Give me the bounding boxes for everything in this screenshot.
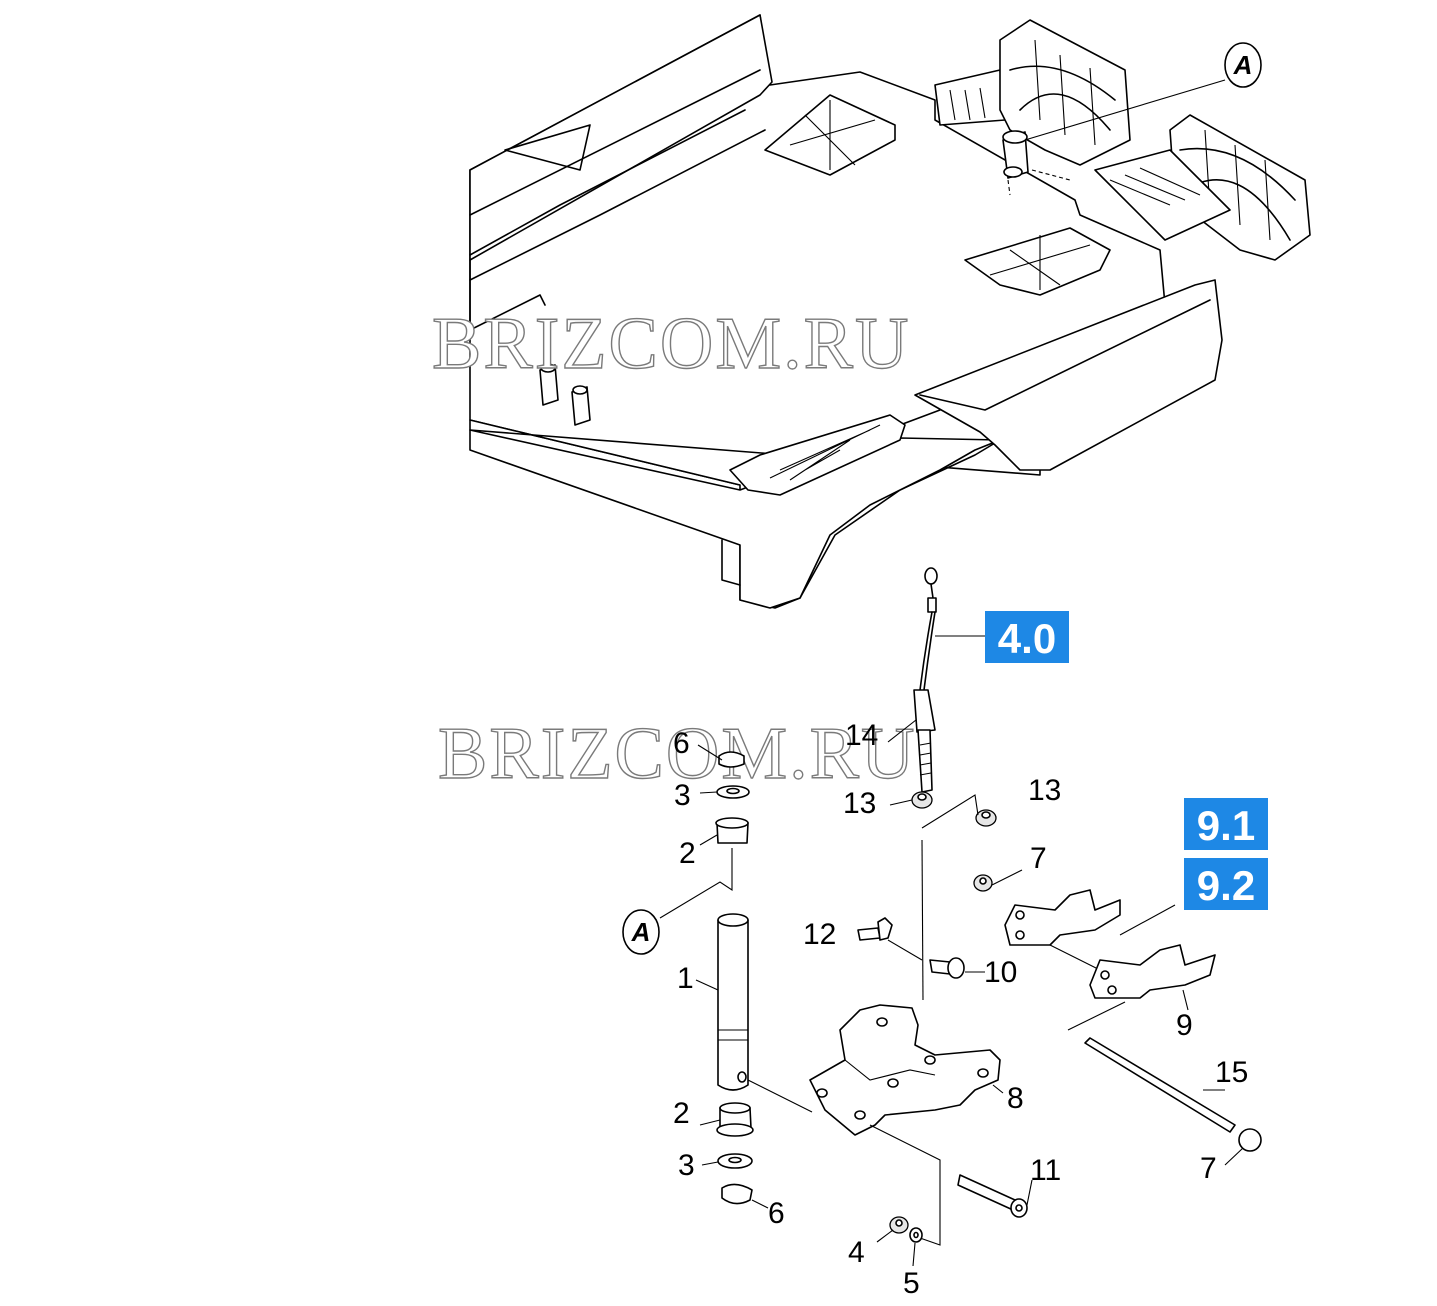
watermark-text: BRIZCOM.RU <box>432 303 910 385</box>
callout-7-top: 7 <box>1030 842 1047 875</box>
leader-line-6-bottom <box>751 1199 769 1209</box>
callout-12: 12 <box>803 918 836 951</box>
reference-box-4-0[interactable]: 4.0 <box>985 611 1069 663</box>
leader-line-1 <box>695 979 719 991</box>
callout-7-bottom: 7 <box>1200 1152 1217 1185</box>
washer-3-bottom <box>717 1153 753 1169</box>
cable-axis-line <box>921 839 924 1001</box>
callout-4: 4 <box>848 1236 865 1269</box>
detail-marker-a-top: A <box>1224 42 1262 88</box>
leader-line-5 <box>912 1242 916 1267</box>
callout-1: 1 <box>677 962 694 995</box>
chassis-frame <box>469 14 1311 609</box>
leader-line-13 <box>921 794 979 829</box>
svg-text:9.1: 9.1 <box>1197 802 1255 849</box>
bushing-2-bottom <box>716 1102 754 1137</box>
callout-13-left: 13 <box>843 787 876 820</box>
callout-14: 14 <box>845 719 878 752</box>
leader-line-2-bottom <box>699 1119 721 1126</box>
leader-line-2-top <box>699 834 718 846</box>
leader-line-13-left <box>889 799 913 806</box>
nut-13-left <box>911 791 933 809</box>
leader-line-15-top <box>1067 1001 1126 1031</box>
reference-box-9-1[interactable]: 9.1 <box>1184 798 1268 850</box>
callout-8: 8 <box>1007 1082 1024 1115</box>
callout-6-bottom: 6 <box>768 1197 785 1230</box>
callout-3-top: 3 <box>674 779 691 812</box>
callout-13-right: 13 <box>1028 774 1061 807</box>
callout-2-top: 2 <box>679 837 696 870</box>
callout-10: 10 <box>984 956 1017 989</box>
rod-15 <box>1084 1037 1262 1152</box>
leader-line-shaft <box>747 1079 813 1113</box>
washer-5 <box>909 1227 923 1243</box>
leader-line-8 <box>992 1084 1004 1094</box>
leader-line-9-ref <box>1119 904 1176 936</box>
nut-13-right <box>975 809 997 827</box>
svg-text:A: A <box>631 917 651 947</box>
leader-line-3-bottom <box>701 1161 719 1166</box>
bushing-2-top <box>715 817 749 844</box>
bolt-10 <box>929 957 965 979</box>
e-clip-6-top <box>718 751 745 768</box>
throttle-cable <box>913 567 938 793</box>
leader-line-7-bottom <box>1224 1147 1244 1166</box>
detail-marker-a-bottom: A <box>622 909 660 955</box>
mounting-bracket-8 <box>809 1004 1001 1136</box>
leader-line-6-top <box>697 744 723 761</box>
nut-4 <box>889 1216 909 1234</box>
leader-line-14 <box>887 719 917 743</box>
leader-line-a-top <box>1024 79 1226 141</box>
wing-bolt-12 <box>857 917 893 941</box>
watermark-text: BRIZCOM.RU <box>438 713 916 795</box>
washer-3-top <box>716 785 750 799</box>
leader-line-11 <box>869 1124 941 1246</box>
e-clip-6-bottom <box>721 1183 753 1205</box>
leader-line-12 <box>887 939 923 961</box>
callout-6-top: 6 <box>673 727 690 760</box>
nut-7-top <box>973 874 993 892</box>
svg-text:A: A <box>1233 50 1253 80</box>
pivot-shaft-1 <box>717 913 749 1091</box>
callout-3-bottom: 3 <box>678 1149 695 1182</box>
leader-line-4 <box>876 1229 894 1243</box>
svg-text:9.2: 9.2 <box>1197 862 1255 909</box>
callout-15: 15 <box>1215 1056 1248 1089</box>
reference-box-9-2[interactable]: 9.2 <box>1184 858 1268 910</box>
leader-line-9 <box>1182 989 1189 1011</box>
callout-5: 5 <box>903 1267 920 1300</box>
leader-line-a-bottom <box>659 848 733 919</box>
bolt-11 <box>957 1174 1028 1218</box>
callout-9: 9 <box>1176 1009 1193 1042</box>
lever-assembly-9 <box>1004 889 1216 999</box>
callout-2-bottom: 2 <box>673 1097 690 1130</box>
svg-text:4.0: 4.0 <box>998 615 1056 662</box>
callout-11: 11 <box>1030 1154 1061 1187</box>
leader-line-11-num <box>1026 1179 1033 1206</box>
leader-line-7-top <box>991 869 1023 886</box>
leader-line-3-top <box>699 791 718 794</box>
